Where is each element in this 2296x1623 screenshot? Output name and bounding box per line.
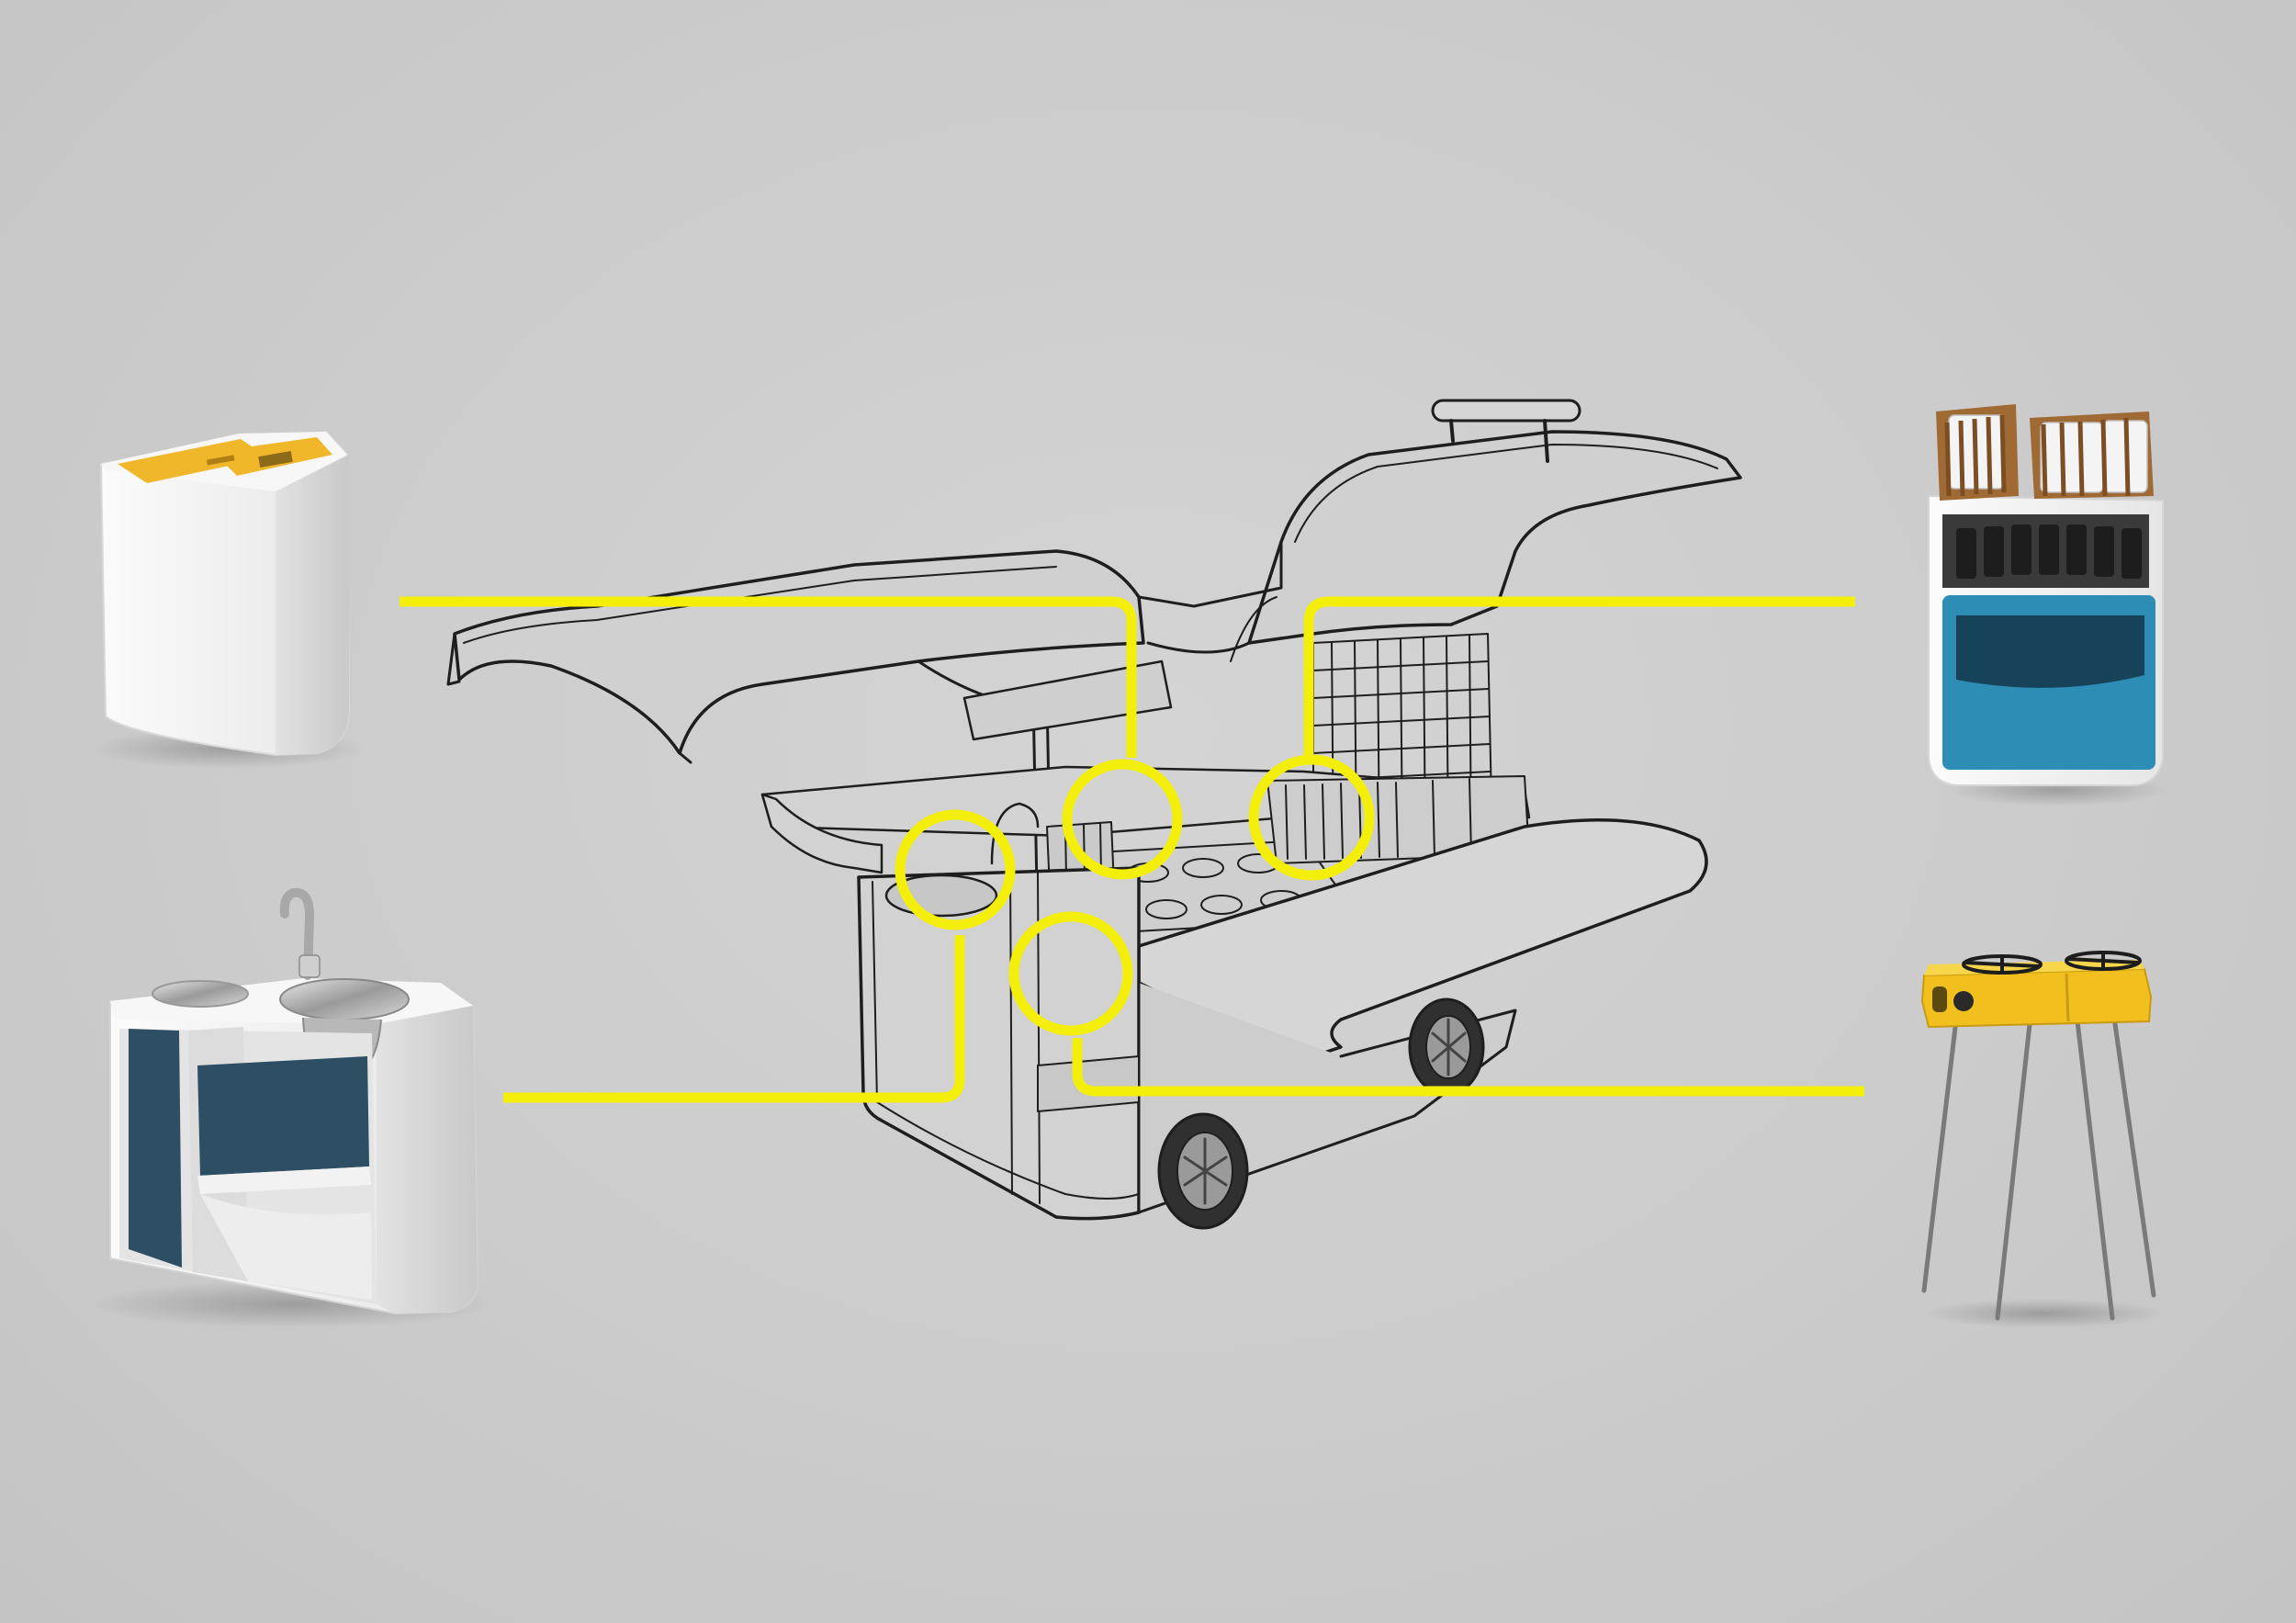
callout-circle-bin [1062,759,1183,880]
callout-line-dish [1303,596,1855,755]
callout-circle-stove [1008,911,1133,1036]
recycling-bin-icon [90,430,366,769]
right-canopy [1137,430,1742,662]
callout-line-stove [1072,1038,1864,1097]
canopy-handle [1431,399,1581,463]
callout-circle-sink [895,809,1016,930]
sink-unit-icon [92,887,496,1328]
callout-circle-dish [1248,754,1375,881]
left-canopy [446,549,1145,764]
camping-stove-icon [1920,951,2163,1328]
front-wheel [1157,1112,1249,1230]
dish-rack-cabinet-icon [1928,404,2167,806]
rear-wheel [1408,997,1485,1097]
food-cart-icon [446,399,1742,1230]
callout-line-sink [503,935,965,1103]
callout-line-bin [400,596,1137,758]
dish-rack-block [1266,775,1530,864]
